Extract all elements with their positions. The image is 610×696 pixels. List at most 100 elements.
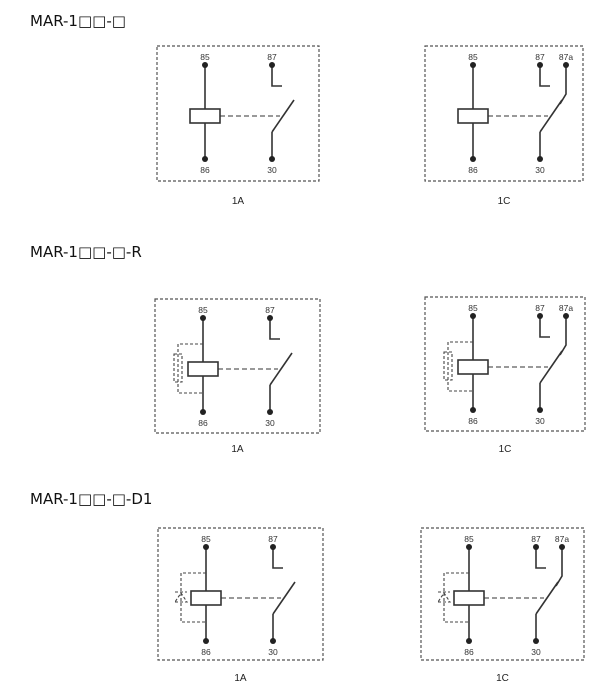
contact-87-wire — [269, 318, 280, 340]
terminal-86-label: 86 — [468, 165, 478, 175]
terminal-86-label: 86 — [201, 647, 211, 657]
terminal-30-label: 30 — [268, 647, 278, 657]
resistor-symbol — [173, 353, 183, 383]
coil-symbol — [457, 108, 489, 124]
contact-87-wire — [539, 316, 550, 338]
diagram-frame — [157, 527, 324, 661]
terminal-30-label: 30 — [531, 647, 541, 657]
contact-87a-wire — [555, 547, 563, 587]
diagram-frame — [424, 296, 586, 432]
terminal-85-dot — [203, 544, 209, 550]
terminal-86-dot — [200, 409, 206, 415]
terminal-87-label: 87 — [268, 534, 278, 544]
terminal-30-dot — [267, 409, 273, 415]
diagram-caption-1a: 1A — [231, 444, 244, 455]
coil-symbol — [453, 590, 485, 606]
terminal-85-label: 85 — [201, 534, 211, 544]
diagram-caption-1c: 1C — [499, 444, 512, 455]
coil-symbol — [457, 359, 489, 375]
diagram-caption-1c: 1C — [498, 196, 511, 207]
terminal-85-label: 85 — [468, 303, 478, 313]
terminal-85-dot — [470, 62, 476, 68]
diode-symbol — [436, 592, 452, 603]
contact-87-wire — [535, 547, 546, 569]
moving-contact — [539, 350, 563, 384]
diode-wire — [180, 572, 206, 623]
terminal-30-dot — [270, 638, 276, 644]
contact-87a-wire — [559, 316, 567, 356]
relay-diagram-1c-resistor: 85 86 30 87 87a — [424, 296, 586, 432]
resistor-wire — [447, 341, 473, 392]
terminal-86-dot — [470, 156, 476, 162]
terminal-85-dot — [202, 62, 208, 68]
terminal-85-dot — [470, 313, 476, 319]
terminal-87-label: 87 — [535, 303, 545, 313]
terminal-30-dot — [269, 156, 275, 162]
resistor-wire — [177, 343, 203, 394]
terminal-86-label: 86 — [468, 416, 478, 426]
terminal-85-dot — [200, 315, 206, 321]
diagram-caption-1a: 1A — [232, 196, 245, 207]
diode-symbol — [173, 592, 189, 603]
terminal-87-dot — [270, 544, 276, 550]
terminal-86-dot — [466, 638, 472, 644]
diagram-frame — [156, 45, 320, 182]
terminal-30-dot — [537, 407, 543, 413]
contact-87-wire — [272, 547, 283, 569]
moving-contact — [271, 99, 295, 133]
terminal-87a-dot — [563, 62, 569, 68]
terminal-85-label: 85 — [464, 534, 474, 544]
terminal-30-label: 30 — [267, 165, 277, 175]
terminal-87a-label: 87a — [555, 534, 569, 544]
terminal-87a-dot — [559, 544, 565, 550]
diagram-caption-1a: 1A — [234, 673, 247, 684]
relay-diagram-1c-plain: 85 86 30 87 87a — [424, 45, 584, 182]
section-title-diode: MAR-1□□-□-D1 — [30, 490, 153, 508]
contact-87-wire — [271, 65, 282, 87]
diagram-frame — [154, 298, 321, 434]
terminal-86-label: 86 — [464, 647, 474, 657]
diagram-caption-1c: 1C — [496, 673, 509, 684]
diagram-frame — [424, 45, 584, 182]
section-title-standard: MAR-1□□-□ — [30, 12, 126, 30]
terminal-86-label: 86 — [198, 418, 208, 428]
terminal-30-label: 30 — [535, 165, 545, 175]
terminal-87-dot — [537, 313, 543, 319]
diode-wire — [443, 572, 469, 623]
relay-diagram-1a-resistor: 85 86 30 87 — [154, 298, 321, 434]
terminal-87-label: 87 — [265, 305, 275, 315]
terminal-87-dot — [267, 315, 273, 321]
terminal-30-dot — [533, 638, 539, 644]
moving-contact — [269, 352, 293, 386]
coil-symbol — [189, 108, 221, 124]
terminal-85-label: 85 — [468, 52, 478, 62]
coil-symbol — [190, 590, 222, 606]
relay-diagram-1a-diode: 85 86 30 87 — [157, 527, 324, 661]
terminal-87-label: 87 — [267, 52, 277, 62]
terminal-87-dot — [533, 544, 539, 550]
terminal-30-label: 30 — [265, 418, 275, 428]
contact-87a-wire — [559, 65, 567, 105]
terminal-85-dot — [466, 544, 472, 550]
resistor-symbol — [443, 351, 453, 381]
terminal-87-dot — [537, 62, 543, 68]
terminal-86-dot — [202, 156, 208, 162]
diagram-frame — [420, 527, 585, 661]
moving-contact — [272, 581, 296, 615]
terminal-87-label: 87 — [531, 534, 541, 544]
terminal-87a-label: 87a — [559, 303, 573, 313]
terminal-86-dot — [470, 407, 476, 413]
terminal-87a-dot — [563, 313, 569, 319]
terminal-87-dot — [269, 62, 275, 68]
terminal-87-label: 87 — [535, 52, 545, 62]
terminal-87a-label: 87a — [559, 52, 573, 62]
terminal-86-label: 86 — [200, 165, 210, 175]
moving-contact — [535, 581, 559, 615]
relay-diagram-1c-diode: 85 86 30 87 87a — [420, 527, 585, 661]
coil-symbol — [187, 361, 219, 377]
terminal-30-label: 30 — [535, 416, 545, 426]
terminal-85-label: 85 — [198, 305, 208, 315]
